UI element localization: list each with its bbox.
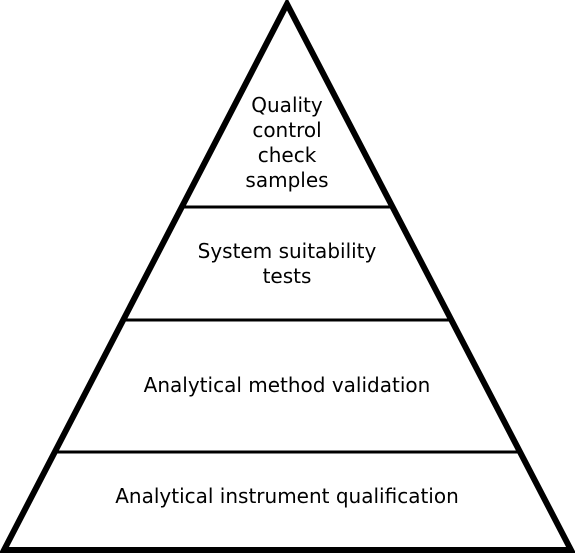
tier-analytical-method-validation: Analytical method validation	[144, 373, 431, 397]
tier-quality-control-check-samples: Quality control check samples	[245, 93, 328, 192]
tier-1-line-3: check	[258, 143, 317, 167]
tier-2-line-1: System suitability	[198, 239, 377, 263]
tier-analytical-instrument-qualification: Analytical instrument qualification	[115, 484, 459, 508]
tier-2-line-2: tests	[263, 264, 312, 288]
tier-1-line-2: control	[252, 118, 321, 142]
tier-1-line-4: samples	[245, 168, 328, 192]
tier-1-line-1: Quality	[251, 93, 323, 117]
tier-3-line-1: Analytical method validation	[144, 373, 431, 397]
tier-system-suitability-tests: System suitability tests	[198, 239, 377, 288]
tier-4-line-1: Analytical instrument qualification	[115, 484, 459, 508]
